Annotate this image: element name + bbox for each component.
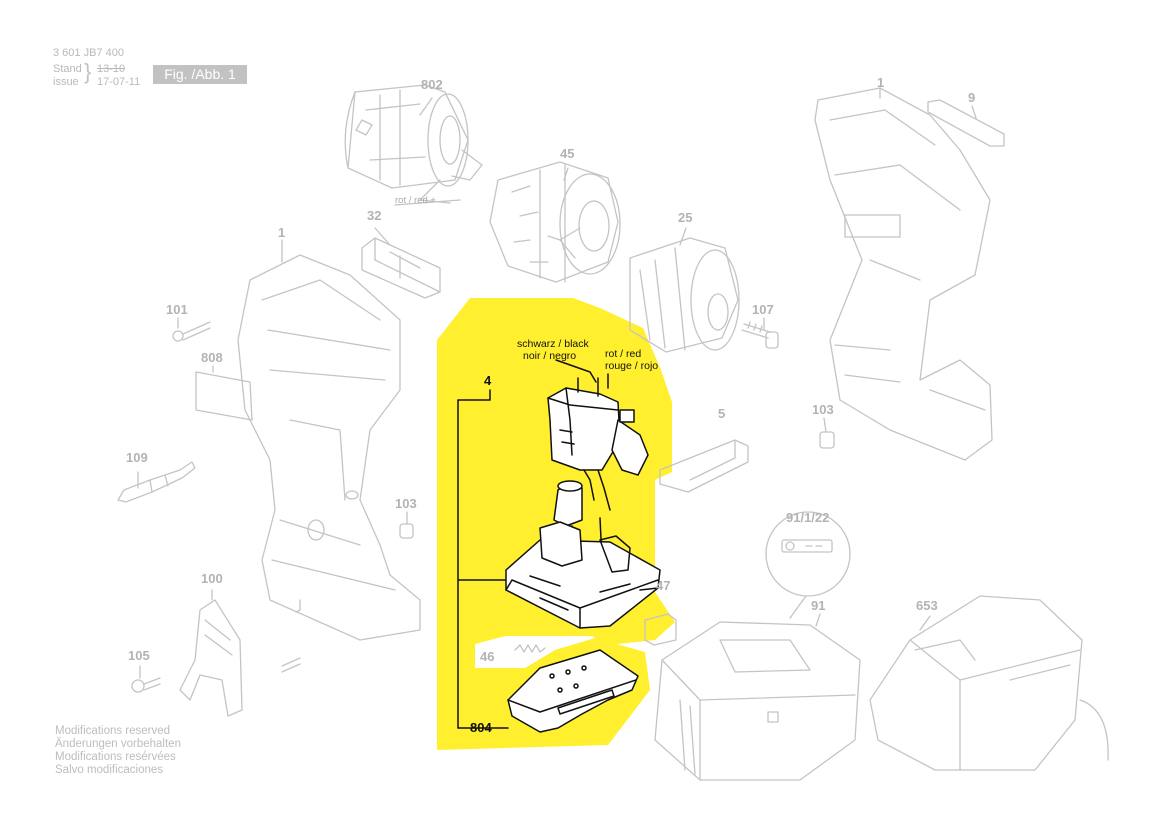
part-label-109: 109	[126, 450, 148, 465]
wire-label-black-2: noir / negro	[523, 350, 577, 362]
figure-tag: Fig. /Abb. 1	[153, 65, 247, 84]
grey-line-art	[117, 84, 1109, 781]
part-label-45: 45	[560, 146, 575, 161]
bracket-line	[457, 389, 509, 729]
leader-47	[639, 587, 659, 591]
part-label-107: 107	[752, 302, 774, 317]
nut-103-left-drawing	[399, 523, 414, 539]
issue-label: issue	[53, 76, 79, 88]
part-label-91: 91	[811, 598, 826, 613]
cover-5-drawing	[659, 439, 749, 493]
wire-label-black-1: schwarz / black	[517, 338, 589, 350]
part-label-100: 100	[201, 571, 223, 586]
wire-label-red-2: rouge / rojo	[605, 360, 659, 372]
gearbox-45-drawing	[489, 161, 621, 283]
wire-label-motor-red: rot / red +	[395, 195, 436, 206]
spring-46-drawing	[514, 644, 546, 653]
footer-line-1: Modifications reserved	[55, 725, 171, 737]
chuck-25-drawing	[629, 237, 740, 353]
footer-line-2: Änderungen vorbehalten	[55, 738, 181, 750]
callout-91-1-22	[765, 511, 851, 619]
part-label-25: 25	[678, 210, 693, 225]
bottom-part-804-drawing	[507, 649, 639, 733]
highlighted-art	[457, 359, 661, 733]
part-label-103-left: 103	[395, 496, 417, 511]
footer-line-3: Modifications resérvées	[55, 751, 176, 763]
part-label-32: 32	[367, 208, 382, 223]
clip-100-drawing	[179, 599, 243, 717]
wire-label-red-1: rot / red	[605, 348, 642, 360]
part-label-91-1-22: 91/1/22	[786, 510, 830, 525]
switch-holder-32-drawing	[361, 237, 441, 299]
charger-653-drawing	[869, 595, 1109, 771]
part-label-808: 808	[201, 350, 223, 365]
part-label-46: 46	[480, 649, 495, 664]
footer-line-4: Salvo modificaciones	[55, 764, 164, 776]
part-label-101: 101	[166, 302, 188, 317]
part-47-drawing	[644, 613, 677, 646]
part-label-802: 802	[421, 77, 443, 92]
header-brace: }	[84, 59, 92, 84]
old-date: 13-10	[97, 63, 126, 75]
screw-101-drawing	[172, 321, 211, 342]
housing-left-drawing	[237, 254, 421, 641]
part-label-804: 804	[470, 720, 492, 735]
motor-802-drawing	[344, 84, 483, 206]
wire-leader-black	[555, 359, 597, 383]
bit-109-drawing	[117, 461, 196, 503]
part-label-9: 9	[968, 90, 976, 105]
part-label-4: 4	[484, 373, 492, 388]
strip-9-drawing	[927, 99, 1005, 147]
screw-105-drawing	[131, 677, 161, 693]
switch-module-drawing	[547, 377, 649, 561]
part-label-5: 5	[718, 406, 726, 421]
screw-lower-drawing	[281, 657, 301, 673]
screw-107-drawing	[741, 321, 779, 349]
label-808-drawing	[195, 371, 253, 421]
part-label-47: 47	[656, 578, 671, 593]
part-label-1-left: 1	[278, 225, 286, 240]
base-plate-drawing	[505, 521, 661, 629]
stand-label: Stand	[53, 63, 82, 75]
part-label-1-top: 1	[877, 75, 885, 90]
issue-date: 17-07-11	[97, 76, 141, 88]
nut-103-right-drawing	[819, 431, 835, 449]
doc-number: 3 601 JB7 400	[53, 47, 124, 59]
part-label-103-right: 103	[812, 402, 834, 417]
part-label-653: 653	[916, 598, 938, 613]
housing-right-drawing	[814, 87, 993, 461]
part-label-105: 105	[128, 648, 150, 663]
battery-91-drawing	[654, 621, 861, 781]
